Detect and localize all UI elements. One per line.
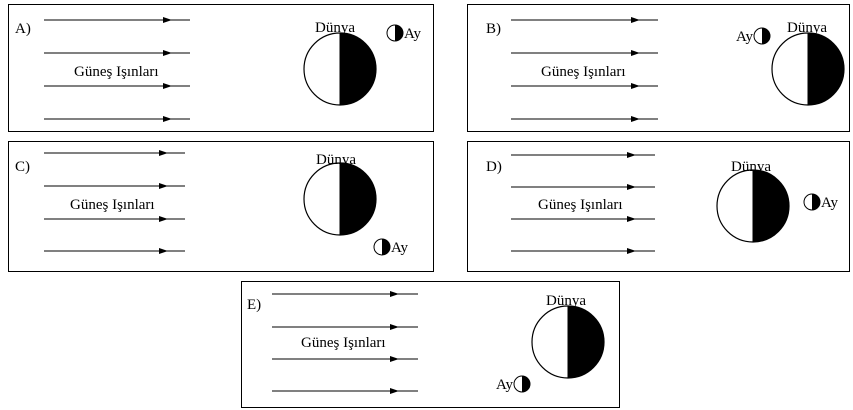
sun-ray-arrowhead: [159, 248, 168, 254]
moon-dark-half: [382, 239, 390, 255]
sun-ray-arrowhead: [627, 184, 636, 190]
earth-dark-half: [753, 170, 789, 242]
moon-label: Ay: [736, 29, 753, 45]
moon-dark-half: [762, 28, 770, 44]
panel-letter: C): [15, 159, 30, 175]
panel-letter: A): [15, 21, 31, 37]
earth-dark-half: [568, 306, 604, 378]
sun-rays-label: Güneş Işınları: [541, 64, 626, 80]
earth-label: Dünya: [546, 293, 586, 309]
sun-ray-arrowhead: [631, 50, 640, 56]
sun-ray-arrowhead: [163, 50, 172, 56]
panel-letter: E): [247, 297, 261, 313]
sun-ray-arrowhead: [159, 216, 168, 222]
earth-dark-half: [340, 33, 376, 105]
sun-ray-arrowhead: [159, 183, 168, 189]
sun-ray-arrowhead: [163, 116, 172, 122]
moon-dark-half: [812, 194, 820, 210]
sun-rays-label: Güneş Işınları: [301, 335, 386, 351]
sun-ray-arrowhead: [390, 324, 399, 330]
earth-label: Dünya: [731, 159, 771, 175]
sun-rays-label: Güneş Işınları: [70, 197, 155, 213]
earth-dark-half: [808, 33, 844, 105]
sun-ray-arrowhead: [390, 291, 399, 297]
sun-ray-arrowhead: [627, 248, 636, 254]
earth-label: Dünya: [315, 20, 355, 36]
panel-letter: B): [486, 21, 501, 37]
sun-ray-arrowhead: [631, 116, 640, 122]
sun-rays-label: Güneş Işınları: [74, 64, 159, 80]
sun-ray-arrowhead: [390, 356, 399, 362]
earth-label: Dünya: [316, 152, 356, 168]
sun-rays-label: Güneş Işınları: [538, 197, 623, 213]
moon-label: Ay: [496, 377, 513, 393]
moon-label: Ay: [391, 240, 408, 256]
earth-label: Dünya: [787, 20, 827, 36]
sun-ray-arrowhead: [631, 83, 640, 89]
moon-label: Ay: [821, 195, 838, 211]
sun-ray-arrowhead: [627, 216, 636, 222]
sun-ray-arrowhead: [627, 152, 636, 158]
sun-ray-arrowhead: [390, 388, 399, 394]
sun-ray-arrowhead: [163, 83, 172, 89]
sun-ray-arrowhead: [163, 17, 172, 23]
earth-dark-half: [340, 163, 376, 235]
moon-label: Ay: [404, 26, 421, 42]
moon-dark-half: [522, 376, 530, 392]
sun-ray-arrowhead: [159, 150, 168, 156]
panel-border: [467, 141, 850, 272]
moon-dark-half: [395, 25, 403, 41]
panel-letter: D): [486, 159, 502, 175]
panel-a: A) Güneş Işınları Dünya Ay: [8, 4, 434, 132]
sun-ray-arrowhead: [631, 17, 640, 23]
